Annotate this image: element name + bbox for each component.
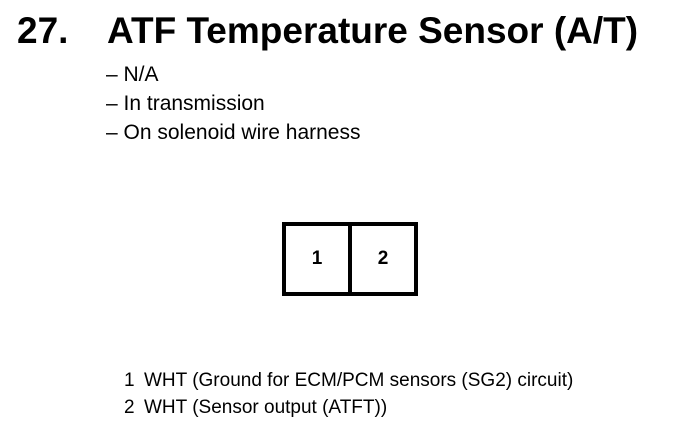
pin-legend-item: 2 WHT (Sensor output (ATFT)) <box>124 394 573 421</box>
sensor-info-list: – N/A – In transmission – On solenoid wi… <box>106 60 360 147</box>
info-item-location: – In transmission <box>106 92 265 115</box>
pin-legend-number: 2 <box>124 397 135 418</box>
pin-legend-number: 1 <box>124 370 135 391</box>
connector-pin-2: 2 <box>348 226 414 292</box>
info-item-mounting: – On solenoid wire harness <box>106 121 361 144</box>
section-heading: 27. ATF Temperature Sensor (A/T) <box>17 8 677 54</box>
info-item-application: – N/A <box>106 63 159 86</box>
pin-legend-description: WHT (Sensor output (ATFT)) <box>144 397 388 418</box>
pin-legend-item: 1 WHT (Ground for ECM/PCM sensors (SG2) c… <box>124 367 573 394</box>
section-title: ATF Temperature Sensor (A/T) <box>107 10 639 51</box>
connector-pin-1: 1 <box>311 248 323 269</box>
pin-legend: 1 WHT (Ground for ECM/PCM sensors (SG2) c… <box>124 367 573 421</box>
section-number: 27. <box>17 10 69 51</box>
pin-legend-description: WHT (Ground for ECM/PCM sensors (SG2) ci… <box>144 370 574 391</box>
connector-diagram: 1 2 <box>282 222 418 296</box>
